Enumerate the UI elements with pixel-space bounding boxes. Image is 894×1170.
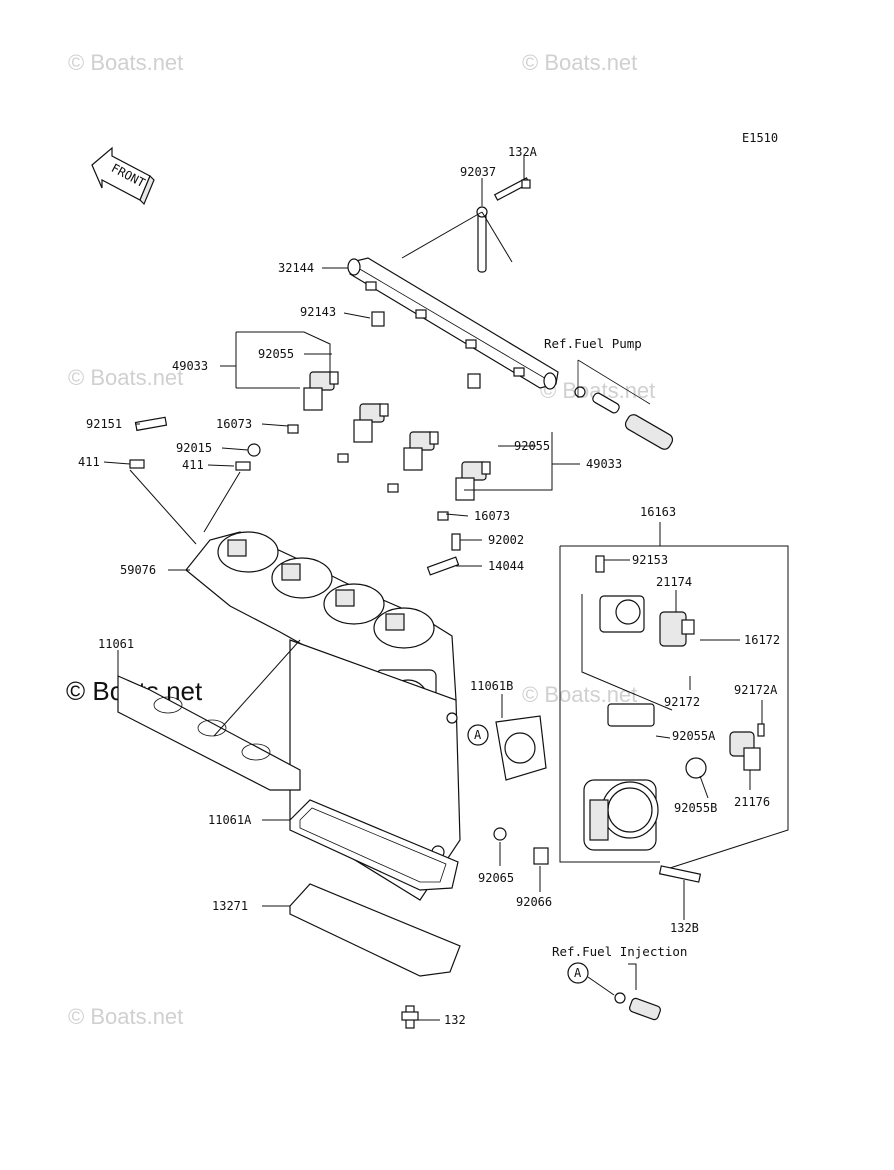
label-92055B: 92055B <box>674 801 717 815</box>
label-411: 411 <box>78 455 100 469</box>
washer-ref <box>614 992 626 1004</box>
washer-411 <box>129 459 145 469</box>
bolt-132A <box>493 177 531 201</box>
throttle-body <box>583 555 765 851</box>
label-49033: 49033 <box>172 359 208 373</box>
label-132: 132 <box>444 1013 466 1027</box>
label-21176: 21176 <box>734 795 770 809</box>
label-92143: 92143 <box>300 305 336 319</box>
label-59076: 59076 <box>120 563 156 577</box>
leader-lines <box>103 156 789 1021</box>
label-11061: 11061 <box>98 637 134 651</box>
label-132A: 132A <box>508 145 538 159</box>
watermark: © Boats.net <box>522 682 637 707</box>
cover-13271 <box>289 883 461 977</box>
bracket-14044 <box>426 556 460 576</box>
plug-92066 <box>533 847 549 865</box>
diagram-code: E1510 <box>742 131 778 145</box>
label-32144: 32144 <box>278 261 314 275</box>
label-16172: 16172 <box>744 633 780 647</box>
label-92066: 92066 <box>516 895 552 909</box>
label-11061B: 11061B <box>470 679 513 693</box>
gasket-11061 <box>117 675 301 791</box>
injector-1 <box>287 371 339 434</box>
injector-4 <box>437 461 491 521</box>
bolt-132B <box>658 865 702 883</box>
watermark: © Boats.net <box>68 1004 183 1029</box>
watermark: © Boats.net <box>68 50 183 75</box>
label-14044: 14044 <box>488 559 524 573</box>
label-411: 411 <box>182 458 204 472</box>
label-16073: 16073 <box>474 509 510 523</box>
label-49033: 49033 <box>586 457 622 471</box>
label-92037: 92037 <box>460 165 496 179</box>
label-132B: 132B <box>670 921 699 935</box>
front-arrow-icon: FRONT <box>91 146 155 206</box>
label-92055A: 92055A <box>672 729 716 743</box>
watermark: © Boats.net <box>68 365 183 390</box>
svg-text:A: A <box>474 728 482 742</box>
sensor-ref <box>629 997 661 1021</box>
marker-a: A <box>467 724 489 746</box>
washer-92065 <box>493 827 507 841</box>
fuel-rail <box>347 257 559 390</box>
bolt-132 <box>401 1005 419 1029</box>
gasket-11061B <box>495 715 547 781</box>
label-92172: 92172 <box>664 695 700 709</box>
label-21174: 21174 <box>656 575 692 589</box>
label-92172A: 92172A <box>734 683 778 697</box>
label-92153: 92153 <box>632 553 668 567</box>
watermark: © Boats.net <box>522 50 637 75</box>
ref-fuel-pump: Ref.Fuel Pump <box>544 336 642 351</box>
label-92055: 92055 <box>514 439 550 453</box>
label-16163: 16163 <box>640 505 676 519</box>
nut-92015 <box>247 443 261 457</box>
bolt-92151 <box>134 416 168 432</box>
label-92065: 92065 <box>478 871 514 885</box>
injector-2 <box>337 403 389 463</box>
bracket-92037 <box>476 206 488 273</box>
label-92151: 92151 <box>86 417 122 431</box>
bolt-92002 <box>451 533 461 551</box>
label-92055: 92055 <box>258 347 294 361</box>
gasket-11061A <box>289 799 459 891</box>
label-92002: 92002 <box>488 533 524 547</box>
marker-a: A <box>567 962 589 984</box>
washer-411 <box>235 461 251 471</box>
label-13271: 13271 <box>212 899 248 913</box>
label-92015: 92015 <box>176 441 212 455</box>
label-11061A: 11061A <box>208 813 252 827</box>
svg-text:A: A <box>574 966 582 980</box>
ref-fuel-injection: Ref.Fuel Injection <box>552 944 687 959</box>
injector-3 <box>387 431 439 493</box>
label-16073: 16073 <box>216 417 252 431</box>
fuel-pump-hose <box>574 359 674 450</box>
